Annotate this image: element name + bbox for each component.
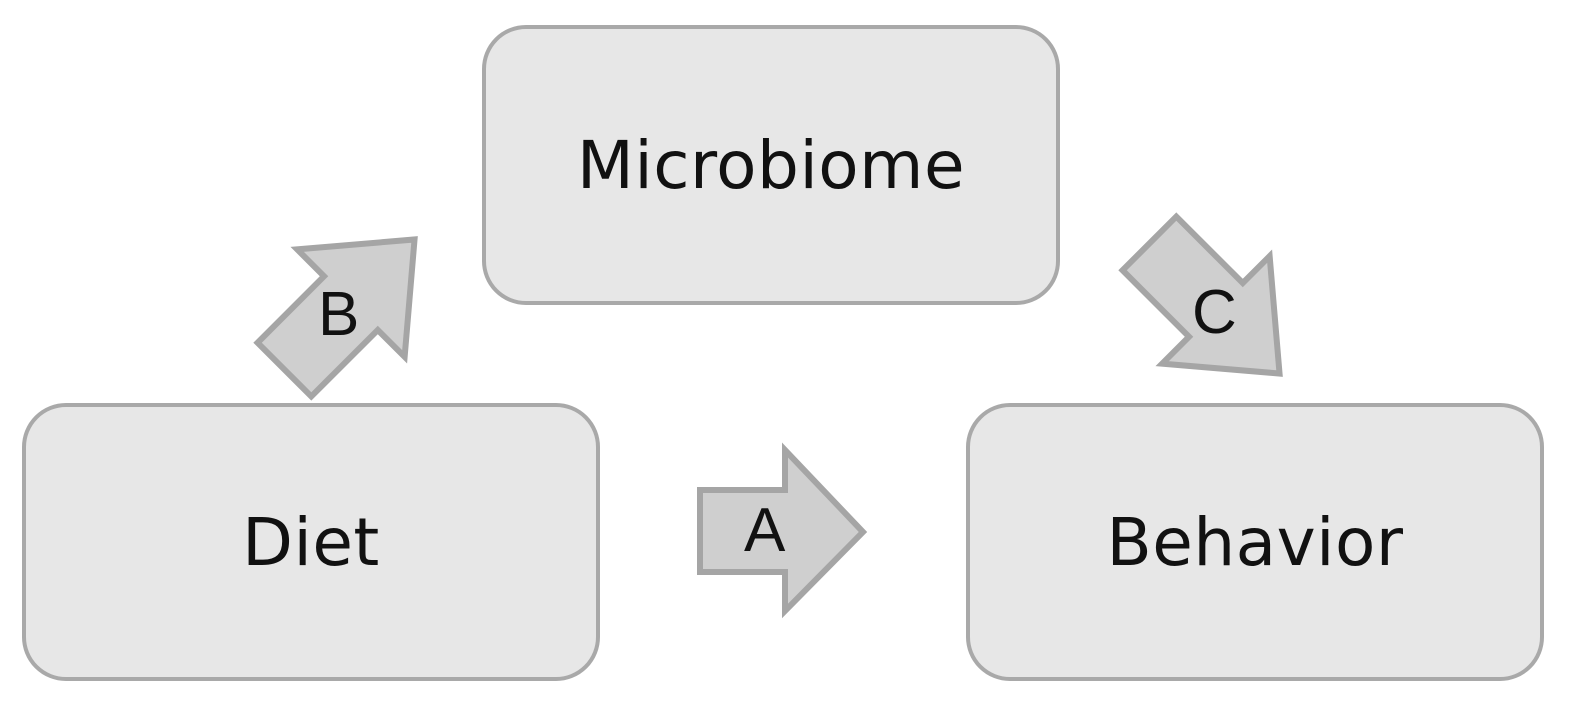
- behavior-node: Behavior: [966, 403, 1544, 681]
- arrow-a-label: A: [744, 496, 786, 565]
- behavior-label: Behavior: [1106, 503, 1404, 581]
- arrow-c-shape: [1118, 212, 1283, 377]
- microbiome-node: Microbiome: [482, 25, 1060, 305]
- diet-node: Diet: [22, 403, 600, 681]
- arrow-b-label: B: [318, 280, 360, 349]
- diet-label: Diet: [242, 503, 380, 581]
- microbiome-label: Microbiome: [576, 126, 966, 204]
- arrow-b-shape: [253, 236, 418, 401]
- arrow-a-diet-to-behavior: [697, 442, 868, 619]
- arrow-a-shape: [697, 442, 868, 619]
- arrow-c-label: C: [1192, 278, 1237, 347]
